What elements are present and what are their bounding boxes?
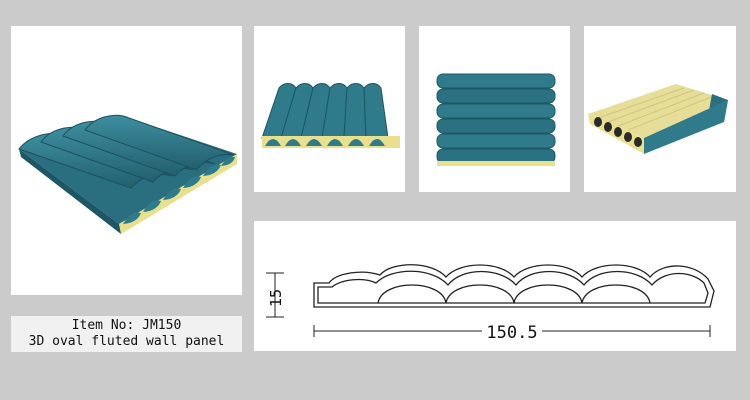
height-dimension-line — [266, 272, 284, 318]
fluted-panel-angled-view — [18, 114, 238, 234]
fluted-panel-front-view — [261, 83, 400, 148]
height-label: 15 — [267, 289, 285, 307]
profile-dimension-drawing: 15 150.5 — [254, 221, 736, 351]
width-label: 150.5 — [486, 323, 537, 343]
cross-section-profile: 15 150.5 — [266, 264, 715, 343]
product-caption: Item No: JM150 3D oval fluted wall panel — [11, 316, 242, 352]
product-photo-back — [584, 26, 736, 192]
product-photo-top — [419, 26, 570, 192]
item-number: Item No: JM150 — [71, 318, 182, 333]
fluted-panel-top-view — [436, 73, 556, 166]
width-dimension-line — [313, 325, 711, 337]
product-photo-main — [11, 26, 242, 295]
fluted-panel-back-view — [588, 84, 728, 154]
product-description: 3D oval fluted wall panel — [28, 334, 225, 349]
product-photo-front — [254, 26, 405, 192]
